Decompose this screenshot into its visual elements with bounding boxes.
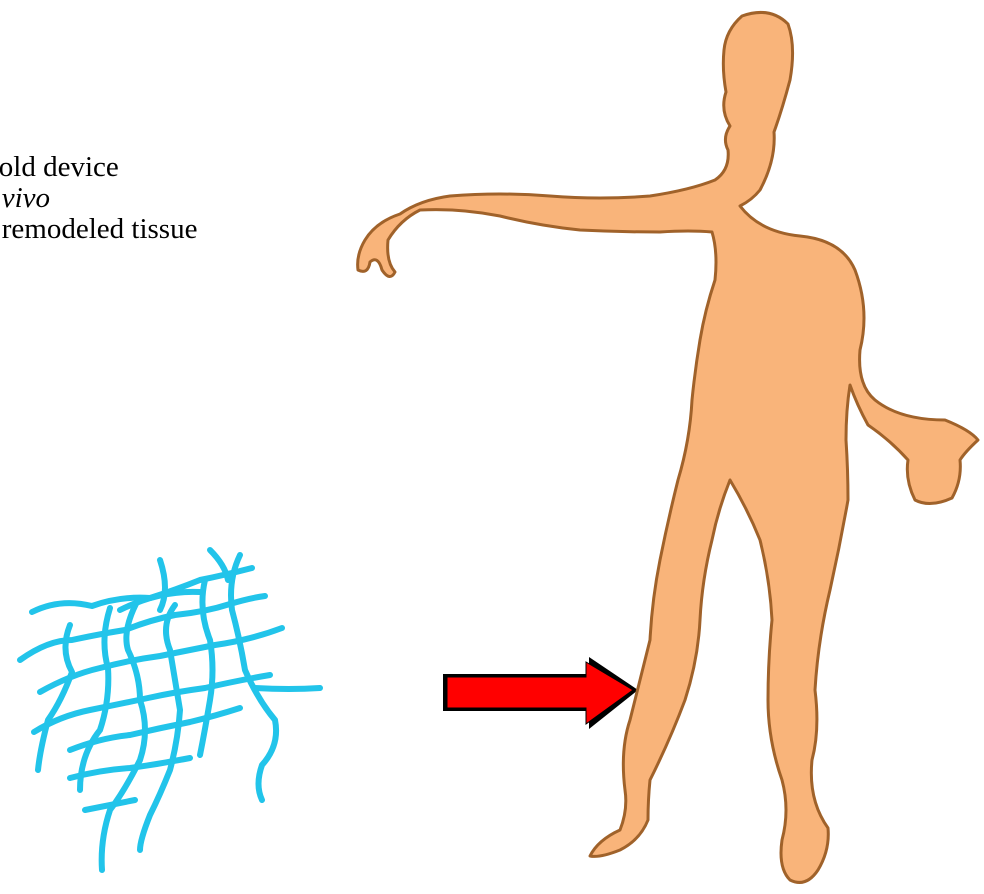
human-silhouette	[358, 12, 978, 882]
